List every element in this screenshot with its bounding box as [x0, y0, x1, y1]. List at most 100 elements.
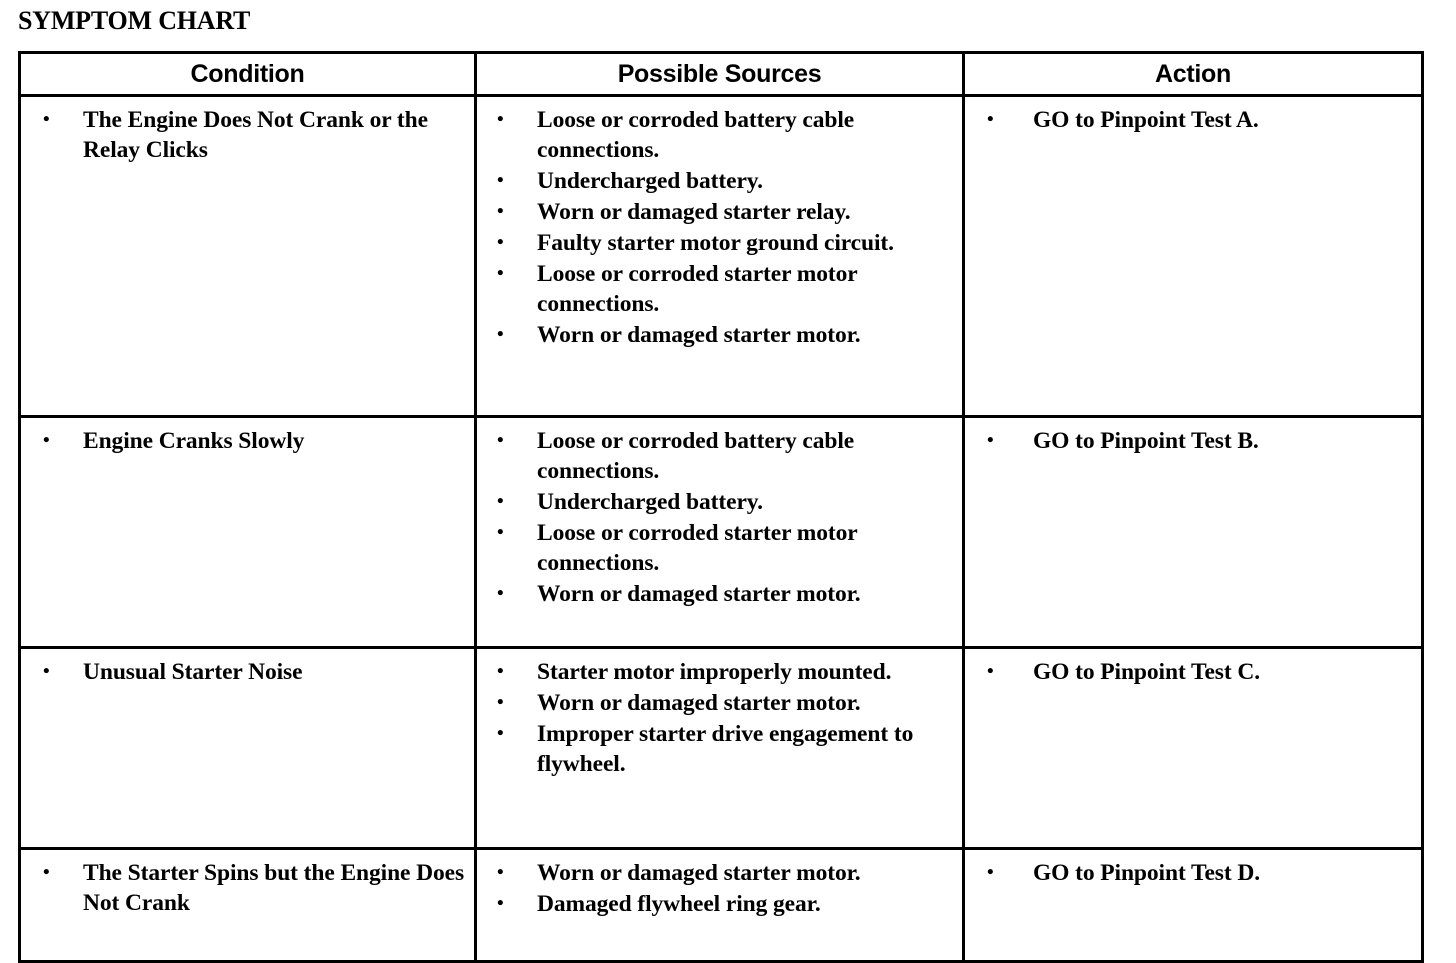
table-row: • Unusual Starter Noise • Starter motor im… [18, 646, 1424, 850]
list-item-label: The Starter Spins but the Engine Does No… [83, 860, 465, 916]
bullet-icon: • [497, 430, 504, 451]
action-list: • GO to Pinpoint Test B. [971, 426, 1415, 456]
table-row: • Engine Cranks Slowly • Loose or corroded… [18, 415, 1424, 649]
action-list: • GO to Pinpoint Test C. [971, 657, 1415, 687]
cell-condition: • Engine Cranks Slowly [18, 415, 477, 649]
list-item-label: Unusual Starter Noise [83, 659, 303, 685]
bullet-icon: • [43, 430, 50, 451]
bullet-icon: • [497, 263, 504, 284]
cell-possible-sources: • Loose or corroded battery cable connect… [474, 94, 965, 418]
condition-list: • The Engine Does Not Crank or the Relay … [27, 105, 468, 165]
bullet-icon: • [43, 661, 50, 682]
list-item-label: Undercharged battery. [537, 168, 763, 194]
bullet-icon: • [497, 201, 504, 222]
list-item-label: Damaged flywheel ring gear. [537, 891, 821, 917]
possible-sources-list: • Worn or damaged starter motor. • Damaged … [483, 858, 956, 919]
bullet-icon: • [497, 170, 504, 191]
list-item-label: Starter motor improperly mounted. [537, 659, 892, 685]
list-item-label: GO to Pinpoint Test A. [1033, 107, 1259, 133]
cell-condition: • The Starter Spins but the Engine Does N… [18, 847, 477, 963]
possible-sources-list: • Loose or corroded battery cable connect… [483, 105, 956, 350]
cell-action: • GO to Pinpoint Test B. [962, 415, 1424, 649]
bullet-icon: • [497, 692, 504, 713]
bullet-icon: • [497, 723, 504, 744]
list-item-label: Faulty starter motor ground circuit. [537, 230, 894, 256]
bullet-icon: • [43, 862, 50, 883]
list-item-label: Worn or damaged starter motor. [537, 322, 861, 348]
list-item: • Worn or damaged starter relay. [483, 197, 956, 227]
list-item: • Loose or corroded starter motor connect… [483, 518, 956, 578]
action-list: • GO to Pinpoint Test A. [971, 105, 1415, 135]
bullet-icon: • [497, 109, 504, 130]
cell-possible-sources: • Loose or corroded battery cable connect… [474, 415, 965, 649]
column-header-action: Action [962, 51, 1424, 97]
bullet-icon: • [987, 109, 994, 130]
list-item: • The Engine Does Not Crank or the Relay … [27, 105, 468, 165]
list-item-label: Loose or corroded starter motor connecti… [537, 261, 858, 317]
list-item-label: Loose or corroded battery cable connecti… [537, 428, 855, 484]
list-item: • GO to Pinpoint Test C. [971, 657, 1415, 687]
table-row: • The Engine Does Not Crank or the Relay … [18, 94, 1424, 418]
bullet-icon: • [497, 862, 504, 883]
list-item-label: GO to Pinpoint Test B. [1033, 428, 1259, 454]
list-item: • Damaged flywheel ring gear. [483, 889, 956, 919]
table-row: • The Starter Spins but the Engine Does N… [18, 847, 1424, 963]
list-item: • Loose or corroded battery cable connect… [483, 105, 956, 165]
list-item: • Worn or damaged starter motor. [483, 858, 956, 888]
list-item-label: GO to Pinpoint Test D. [1033, 860, 1260, 886]
list-item: • Unusual Starter Noise [27, 657, 468, 687]
bullet-icon: • [497, 522, 504, 543]
list-item: • Worn or damaged starter motor. [483, 320, 956, 350]
list-item-label: Worn or damaged starter motor. [537, 860, 861, 886]
list-item: • Faulty starter motor ground circuit. [483, 228, 956, 258]
list-item: • GO to Pinpoint Test B. [971, 426, 1415, 456]
list-item: • Engine Cranks Slowly [27, 426, 468, 456]
bullet-icon: • [43, 109, 50, 130]
symptom-chart-table: Condition Possible Sources Action • The E… [18, 51, 1424, 963]
bullet-icon: • [497, 583, 504, 604]
list-item-label: Engine Cranks Slowly [83, 428, 305, 454]
bullet-icon: • [497, 491, 504, 512]
list-item: • GO to Pinpoint Test A. [971, 105, 1415, 135]
cell-condition: • The Engine Does Not Crank or the Relay … [18, 94, 477, 418]
bullet-icon: • [987, 862, 994, 883]
cell-possible-sources: • Worn or damaged starter motor. • Damaged … [474, 847, 965, 963]
list-item-label: Improper starter drive engagement to fly… [537, 721, 914, 777]
list-item: •Worn or damaged starter motor. [483, 688, 956, 718]
bullet-icon: • [497, 893, 504, 914]
condition-list: • Engine Cranks Slowly [27, 426, 468, 456]
table-header-row: Condition Possible Sources Action [18, 51, 1424, 97]
list-item-label: Undercharged battery. [537, 489, 763, 515]
column-header-possible-sources-label: Possible Sources [617, 59, 822, 88]
list-item-label: Worn or damaged starter motor. [537, 581, 861, 607]
column-header-action-label: Action [1155, 59, 1231, 88]
cell-action: • GO to Pinpoint Test D. [962, 847, 1424, 963]
bullet-icon: • [497, 324, 504, 345]
table-body: • The Engine Does Not Crank or the Relay … [18, 94, 1424, 963]
column-header-condition-label: Condition [190, 59, 305, 88]
list-item: • Starter motor improperly mounted. [483, 657, 956, 687]
list-item: • Undercharged battery. [483, 487, 956, 517]
bullet-icon: • [497, 232, 504, 253]
condition-list: • The Starter Spins but the Engine Does N… [27, 858, 468, 918]
bullet-icon: • [987, 661, 994, 682]
column-header-condition: Condition [18, 51, 477, 97]
cell-possible-sources: • Starter motor improperly mounted. •Worn … [474, 646, 965, 850]
list-item-label: Worn or damaged starter relay. [537, 199, 851, 225]
cell-action: • GO to Pinpoint Test C. [962, 646, 1424, 850]
bullet-icon: • [987, 430, 994, 451]
condition-list: • Unusual Starter Noise [27, 657, 468, 687]
possible-sources-list: • Starter motor improperly mounted. •Worn … [483, 657, 956, 779]
list-item-label: GO to Pinpoint Test C. [1033, 659, 1260, 685]
list-item-label: Loose or corroded battery cable connecti… [537, 107, 855, 163]
list-item: • Undercharged battery. [483, 166, 956, 196]
action-list: • GO to Pinpoint Test D. [971, 858, 1415, 888]
list-item: • GO to Pinpoint Test D. [971, 858, 1415, 888]
column-header-possible-sources: Possible Sources [474, 51, 965, 97]
list-item: • Worn or damaged starter motor. [483, 579, 956, 609]
cell-condition: • Unusual Starter Noise [18, 646, 477, 850]
list-item-label: Loose or corroded starter motor connecti… [537, 520, 858, 576]
bullet-icon: • [497, 661, 504, 682]
document-page: SYMPTOM CHART Condition Possible Sources… [18, 6, 1424, 963]
list-item-label: The Engine Does Not Crank or the Relay C… [83, 107, 428, 163]
